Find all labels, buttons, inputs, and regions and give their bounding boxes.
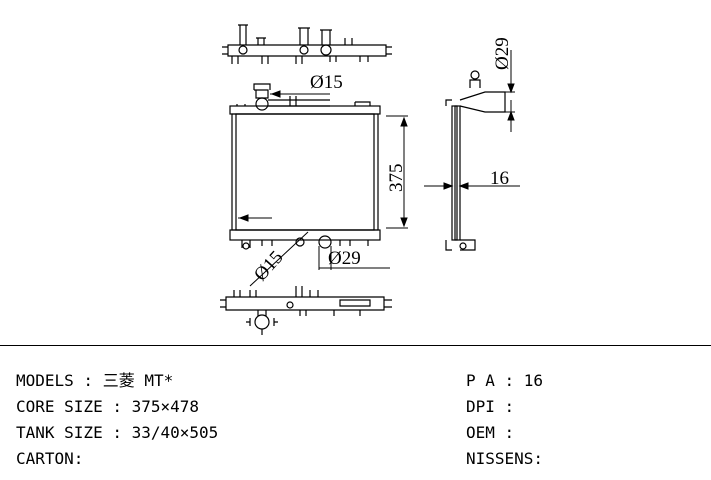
tank-size-value: 33/40×505 [131,423,219,442]
bottom-outlet-diameter-label: Ø29 [328,248,361,269]
models-row: MODELS : 三菱 MT* [16,371,173,391]
dpi-row: DPI : [466,397,514,417]
dpi-label: DPI : [466,397,515,416]
tank-size-row: TANK SIZE : 33/40×505 [16,423,218,443]
bottom-tank-view [220,286,392,335]
radiator-front-view [229,83,381,250]
top-outlet-diameter-label: Ø15 [310,72,343,93]
core-thickness-label: 16 [490,168,509,189]
side-outlet-diameter-label: Ø29 [492,37,513,70]
bottom-angled-diameter-label: Ø15 [250,247,288,285]
core-height-label: 375 [386,164,407,193]
pa-value: 16 [523,371,544,390]
tank-size-label: TANK SIZE : [16,423,132,442]
models-label: MODELS : [16,371,103,390]
pa-label: P A : [466,371,524,390]
oem-label: OEM : [466,423,515,442]
pa-row: P A : 16 [466,371,543,391]
oem-row: OEM : [466,423,514,443]
carton-label: CARTON: [16,449,84,468]
radiator-side-view [445,70,506,251]
core-size-value: 375×478 [131,397,200,416]
nissens-row: NISSENS: [466,449,543,469]
core-size-row: CORE SIZE : 375×478 [16,397,199,417]
carton-row: CARTON: [16,449,83,469]
section-divider [0,345,711,346]
core-size-label: CORE SIZE : [16,397,132,416]
models-value: 三菱 MT* [102,371,174,390]
radiator-technical-drawing: Ø15 Ø29 375 16 Ø29 Ø15 [220,24,520,335]
nissens-label: NISSENS: [466,449,544,468]
top-tank-view [222,24,392,64]
